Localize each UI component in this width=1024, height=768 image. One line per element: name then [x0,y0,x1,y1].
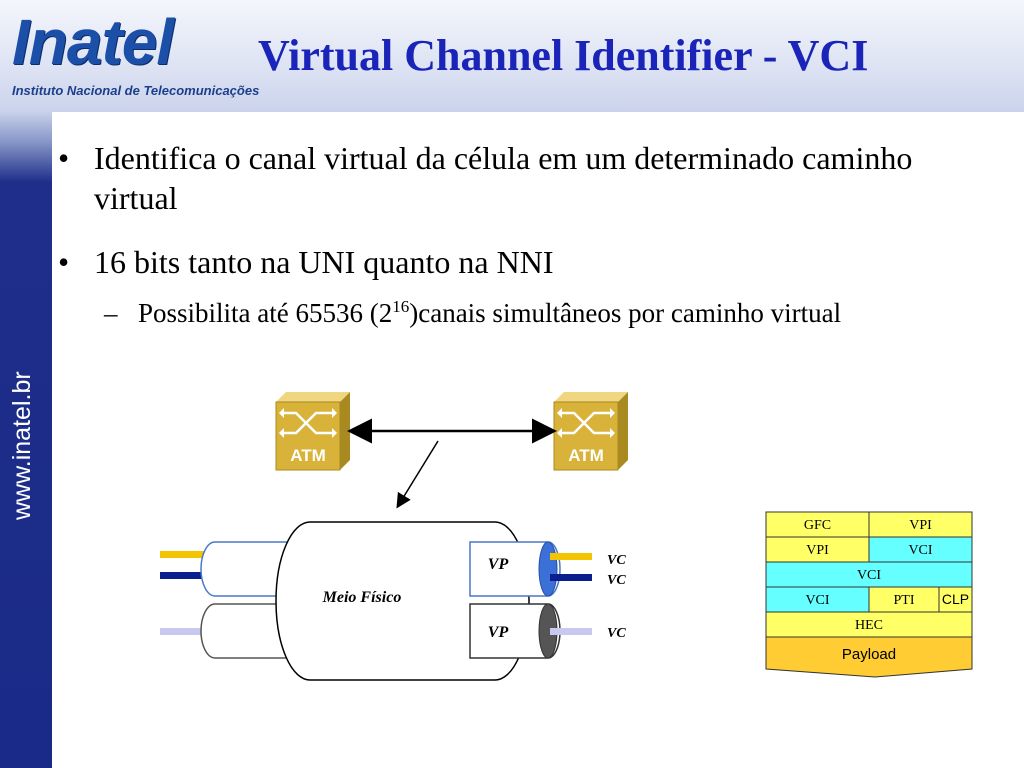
pointer-arrow [396,440,439,509]
vc-label-2: VC [607,573,626,588]
header-field-label: VCI [857,568,881,583]
wire-yellow-left [160,551,204,558]
vc-label-3: VC [607,626,626,641]
header-field-label: CLP [942,591,969,607]
vp-label-bottom: VP [488,624,509,641]
header-field-hec [765,611,973,638]
wire-yellow-right [550,553,592,560]
header-field-label: HEC [855,618,883,633]
sub-text-part: )canais simultâneos por caminho virtual [409,298,842,328]
header-field-vci [868,536,973,563]
header-field-vci [765,561,973,588]
header-field-label: VPI [909,518,932,533]
logo-subtitle: Instituto Nacional de Telecomunicações [12,83,260,98]
header-field-vpi [868,511,973,538]
vp-tube-bottom-left [200,603,301,659]
medium-label: Meio Físico [322,589,402,606]
header-field-vpi [765,536,870,563]
header-field-label: GFC [804,518,831,533]
bullet-text: 16 bits tanto na UNI quanto na NNI [94,244,554,280]
header-field-label: VCI [805,593,829,608]
bullet-mark: • [58,244,70,280]
header-field-label: VCI [908,543,932,558]
atm-switch-left: ATM [275,392,350,471]
header-field-label: VPI [806,543,829,558]
bullet-text: Identifica o canal virtual da célula em … [94,140,913,216]
atm-label-left: ATM [290,446,326,465]
header-field-clp [938,586,973,613]
payload-label: Payload [842,646,896,663]
vc-label-1: VC [607,553,626,568]
sub-text-part: Possibilita até 65536 (2 [138,298,393,328]
vp-tube-top-end [538,541,558,597]
wire-navy-right [550,574,592,581]
vp-tube-top-left [200,541,301,597]
slide-title: Virtual Channel Identifier - VCI [258,31,869,80]
dash-mark: – [104,298,118,328]
sub-bullet-text: Possibilita até 65536 (216)canais simult… [138,296,958,330]
header-field-label: PTI [894,593,915,608]
vp-label-top: VP [488,556,509,573]
sidebar [0,112,52,768]
wire-lavender-left [160,628,204,635]
bullet-mark: • [58,140,70,176]
wire-lavender-right [550,628,592,635]
header-band [0,0,1024,112]
atm-label-right: ATM [568,446,604,465]
exponent: 16 [392,297,410,316]
logo-wordmark: Inatel [12,6,174,78]
atm-cell-header: GFC VPI VPI VCI VCI VCI PTI CLP HEC Payload [765,511,973,678]
atm-switch-right: ATM [553,392,628,471]
wire-navy-left [160,572,204,579]
payload-block [765,636,973,678]
